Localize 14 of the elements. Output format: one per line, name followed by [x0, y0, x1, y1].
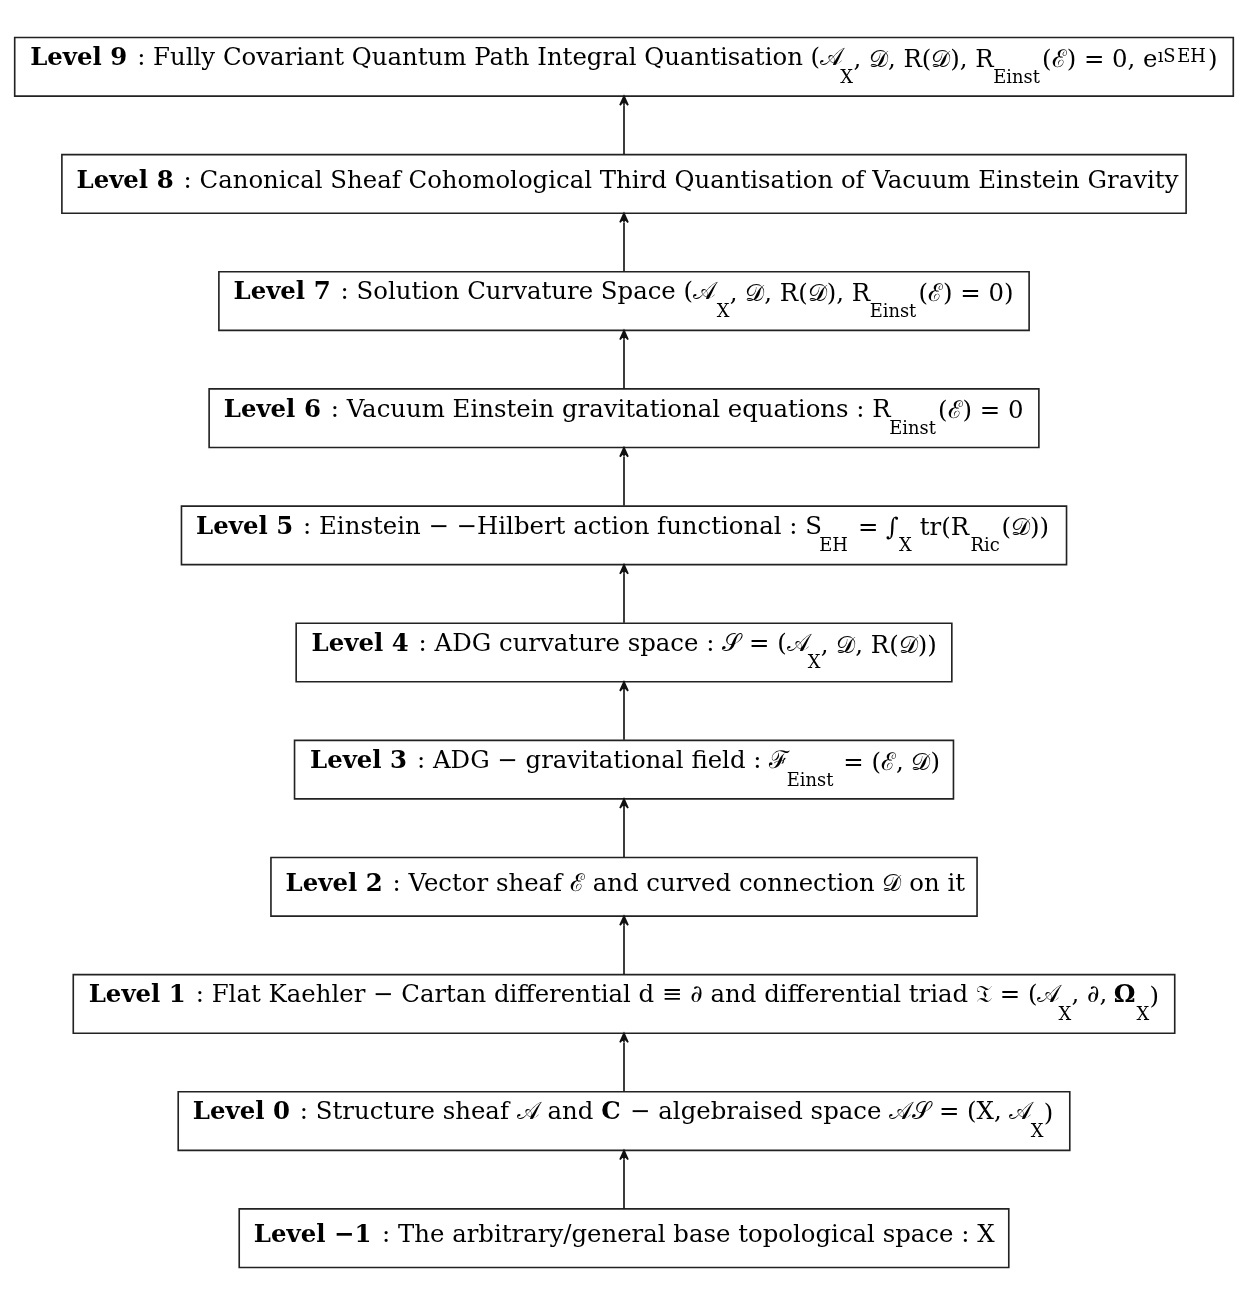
arrow — [619, 1149, 629, 1210]
arrow — [619, 446, 629, 507]
node-box: Level −1 : The arbitrary/general base topological space : X — [238, 1208, 1010, 1269]
arrow — [619, 798, 629, 858]
arrow — [619, 1032, 629, 1093]
arrow — [619, 681, 629, 741]
node-box: Level 3 : ADG − gravitational field : ℱEinst = (ℰ, 𝒟) — [293, 739, 955, 800]
arrow — [619, 564, 629, 624]
arrow — [619, 212, 629, 273]
node-box: Level 8 : Canonical Sheaf Cohomological Third Quantisation of Vacuum Einstein Gravity — [61, 153, 1187, 215]
node-box: Level 2 : Vector sheaf ℰ and curved connection 𝒟 on it — [270, 856, 978, 917]
arrow — [619, 915, 629, 975]
arrow — [619, 329, 629, 390]
arrow — [619, 95, 629, 155]
